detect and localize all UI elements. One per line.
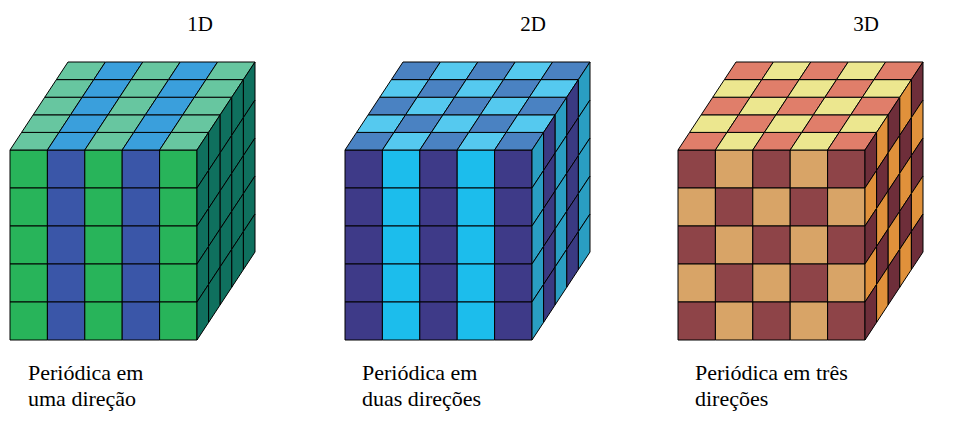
front-face xyxy=(715,226,752,264)
front-face xyxy=(828,226,865,264)
front-face xyxy=(420,302,457,340)
front-face xyxy=(457,226,494,264)
side-face xyxy=(243,214,255,270)
front-face xyxy=(382,302,419,340)
front-face xyxy=(753,226,790,264)
side-face xyxy=(578,214,590,270)
front-face xyxy=(678,226,715,264)
front-face xyxy=(457,264,494,302)
front-face xyxy=(85,188,122,226)
front-face xyxy=(457,150,494,188)
side-face xyxy=(865,284,877,340)
front-face xyxy=(715,188,752,226)
front-face xyxy=(457,302,494,340)
front-face xyxy=(47,302,84,340)
caption-text: Periódica em uma direção xyxy=(28,360,183,413)
front-face xyxy=(10,226,47,264)
side-face xyxy=(567,232,579,288)
front-face xyxy=(85,302,122,340)
front-face xyxy=(122,188,159,226)
front-face xyxy=(420,226,457,264)
front-face xyxy=(420,150,457,188)
front-face xyxy=(790,264,827,302)
front-face xyxy=(678,150,715,188)
front-face xyxy=(85,264,122,302)
side-face xyxy=(220,249,232,305)
front-face xyxy=(753,264,790,302)
front-face xyxy=(753,188,790,226)
front-face xyxy=(345,150,382,188)
side-face xyxy=(911,214,923,270)
front-face xyxy=(790,226,827,264)
front-face xyxy=(160,302,197,340)
front-face xyxy=(495,226,532,264)
front-face xyxy=(160,226,197,264)
front-face xyxy=(122,226,159,264)
front-face xyxy=(382,226,419,264)
front-face xyxy=(85,226,122,264)
front-face xyxy=(753,150,790,188)
front-face xyxy=(382,150,419,188)
side-face xyxy=(209,267,221,323)
front-face xyxy=(345,188,382,226)
front-face xyxy=(122,264,159,302)
side-face xyxy=(232,232,244,288)
side-face xyxy=(888,249,900,305)
front-face xyxy=(790,188,827,226)
front-face xyxy=(790,302,827,340)
front-face xyxy=(85,150,122,188)
front-face xyxy=(122,302,159,340)
dimension-label: 1D xyxy=(187,12,213,37)
front-face xyxy=(828,188,865,226)
side-face xyxy=(555,249,567,305)
front-face xyxy=(457,188,494,226)
front-face xyxy=(345,226,382,264)
front-face xyxy=(678,264,715,302)
front-face xyxy=(160,150,197,188)
side-face xyxy=(544,267,556,323)
front-face xyxy=(382,264,419,302)
front-face xyxy=(495,264,532,302)
front-face xyxy=(715,264,752,302)
front-face xyxy=(828,264,865,302)
front-face xyxy=(47,188,84,226)
side-face xyxy=(532,284,544,340)
front-face xyxy=(160,264,197,302)
front-face xyxy=(160,188,197,226)
side-face xyxy=(900,232,912,288)
front-face xyxy=(10,302,47,340)
front-face xyxy=(420,188,457,226)
caption-text: Periódica em três direções xyxy=(695,360,850,413)
front-face xyxy=(47,150,84,188)
front-face xyxy=(753,302,790,340)
front-face xyxy=(828,150,865,188)
front-face xyxy=(47,226,84,264)
front-face xyxy=(10,188,47,226)
front-face xyxy=(715,302,752,340)
front-face xyxy=(828,302,865,340)
front-face xyxy=(47,264,84,302)
caption-text: Periódica em duas direções xyxy=(362,360,517,413)
front-face xyxy=(420,264,457,302)
front-face xyxy=(382,188,419,226)
front-face xyxy=(10,150,47,188)
front-face xyxy=(495,188,532,226)
dimension-label: 3D xyxy=(853,12,879,37)
dimension-label: 2D xyxy=(520,12,546,37)
side-face xyxy=(197,284,209,340)
front-face xyxy=(715,150,752,188)
side-face xyxy=(877,267,889,323)
front-face xyxy=(345,302,382,340)
front-face xyxy=(122,150,159,188)
front-face xyxy=(10,264,47,302)
front-face xyxy=(495,150,532,188)
front-face xyxy=(678,188,715,226)
front-face xyxy=(678,302,715,340)
front-face xyxy=(495,302,532,340)
front-face xyxy=(790,150,827,188)
front-face xyxy=(345,264,382,302)
